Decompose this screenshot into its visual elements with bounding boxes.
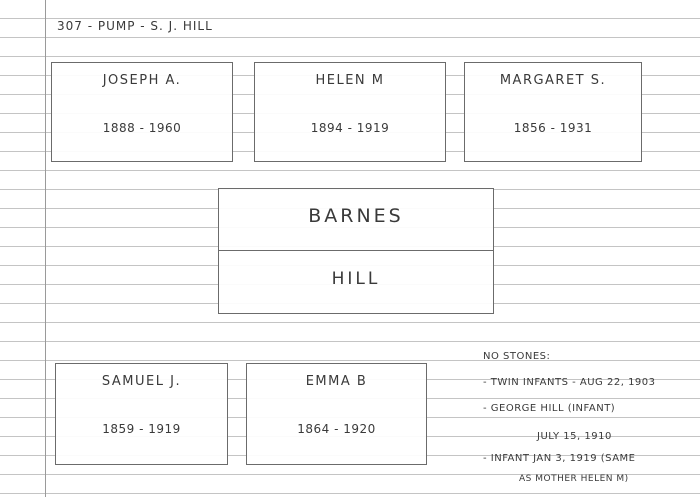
notes-line: - TWIN INFANTS - AUG 22, 1903	[483, 377, 656, 388]
grave-name: EMMA B	[305, 374, 368, 389]
grave-dates: 1856 - 1931	[513, 121, 593, 135]
notes-heading: NO STONES:	[483, 351, 551, 362]
margin-line	[45, 0, 46, 497]
family-monument-box: BARNES HILL	[218, 188, 494, 314]
monument-name-bottom: HILL	[331, 269, 381, 289]
grave-dates: 1894 - 1919	[310, 121, 390, 135]
grave-box-helen: HELEN M 1894 - 1919	[254, 62, 446, 162]
monument-divider	[219, 250, 493, 251]
monument-name-top: BARNES	[308, 205, 404, 227]
grave-dates: 1888 - 1960	[102, 121, 182, 135]
grave-dates: 1859 - 1919	[102, 422, 181, 436]
grave-box-margaret: MARGARET S. 1856 - 1931	[464, 62, 642, 162]
notes-line: - GEORGE HILL (INFANT)	[483, 403, 616, 414]
notes-line: AS MOTHER HELEN M)	[519, 474, 629, 484]
grave-box-joseph: JOSEPH A. 1888 - 1960	[51, 62, 233, 162]
grave-name: JOSEPH A.	[102, 73, 182, 88]
grave-name: SAMUEL J.	[101, 374, 182, 389]
grave-name: HELEN M	[315, 73, 385, 88]
grave-dates: 1864 - 1920	[297, 422, 376, 436]
grave-name: MARGARET S.	[499, 73, 607, 88]
notes-line: - INFANT JAN 3, 1919 (SAME	[483, 453, 636, 464]
notes-line: JULY 15, 1910	[537, 431, 612, 442]
grave-box-emma: EMMA B 1864 - 1920	[246, 363, 427, 465]
grave-box-samuel: SAMUEL J. 1859 - 1919	[55, 363, 228, 465]
page-title: 307 - PUMP - S. J. HILL	[57, 19, 213, 33]
